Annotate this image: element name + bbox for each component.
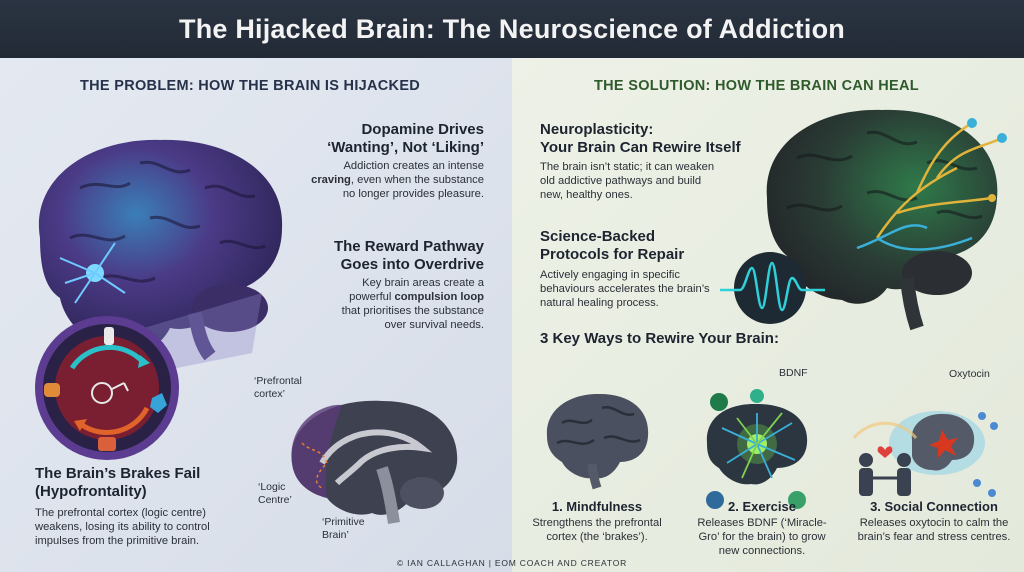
prefrontal-label: ‘Prefrontal cortex’: [254, 375, 302, 400]
brain-cross-section-illustration: [291, 400, 458, 524]
solution-title: THE SOLUTION: HOW THE BRAIN CAN HEAL: [594, 78, 919, 94]
oxytocin-label: Oxytocin: [949, 368, 990, 380]
ways-heading: 3 Key Ways to Rewire Your Brain:: [540, 330, 779, 347]
footer-credit: © IAN CALLAGHAN | EOM COACH AND CREATOR: [396, 558, 628, 568]
problem-panel: THE PROBLEM: HOW THE BRAIN IS HIJACKED: [0, 58, 512, 572]
reward-heading: The Reward Pathway Goes into Overdrive: [333, 238, 484, 273]
brakes-heading: The Brain’s Brakes Fail (Hypofrontality): [35, 465, 201, 500]
way-mindfulness: 1. Mindfulness Strengthens the prefronta…: [532, 499, 662, 543]
reward-body: Key brain areas create a powerful compul…: [341, 277, 484, 331]
mindfulness-brain-icon: [546, 393, 649, 490]
way-social-connection: 3. Social Connection Releases oxytocin t…: [857, 499, 1011, 543]
problem-title: THE PROBLEM: HOW THE BRAIN IS HIJACKED: [80, 78, 421, 94]
neuroplasticity-heading: Neuroplasticity: Your Brain Can Rewire I…: [540, 121, 741, 156]
exercise-brain-icon: [706, 389, 808, 509]
compulsion-loop-icon: [35, 293, 262, 460]
dopamine-heading: Dopamine Drives ‘Wanting’, Not ‘Liking’: [327, 121, 484, 156]
bdnf-label: BDNF: [779, 367, 808, 379]
brakes-body: The prefrontal cortex (logic centre) wea…: [35, 507, 210, 547]
logic-centre-label: ‘Logic Centre’: [258, 481, 292, 506]
hijacked-brain-illustration: [38, 139, 283, 361]
dopamine-body: Addiction creates an intense craving, ev…: [311, 160, 484, 200]
way-exercise: 2. Exercise Releases BDNF (‘Miracle- Gro…: [697, 499, 827, 557]
header-bar: The Hijacked Brain: The Neuroscience of …: [0, 0, 1024, 58]
neuroplasticity-body: The brain isn’t static; it can weaken ol…: [540, 161, 715, 201]
page-title: The Hijacked Brain: The Neuroscience of …: [179, 13, 845, 44]
brain-wave-icon: [720, 252, 825, 324]
rewiring-brain-illustration: [766, 109, 1007, 331]
solution-panel: THE SOLUTION: HOW THE BRAIN CAN HEAL Neu…: [512, 58, 1024, 572]
science-body: Actively engaging in specific behaviours…: [540, 269, 710, 309]
social-connection-icon: [852, 411, 998, 497]
science-heading: Science-Backed Protocols for Repair: [540, 228, 685, 263]
primitive-brain-label: ‘Primitive Brain’: [322, 516, 365, 541]
